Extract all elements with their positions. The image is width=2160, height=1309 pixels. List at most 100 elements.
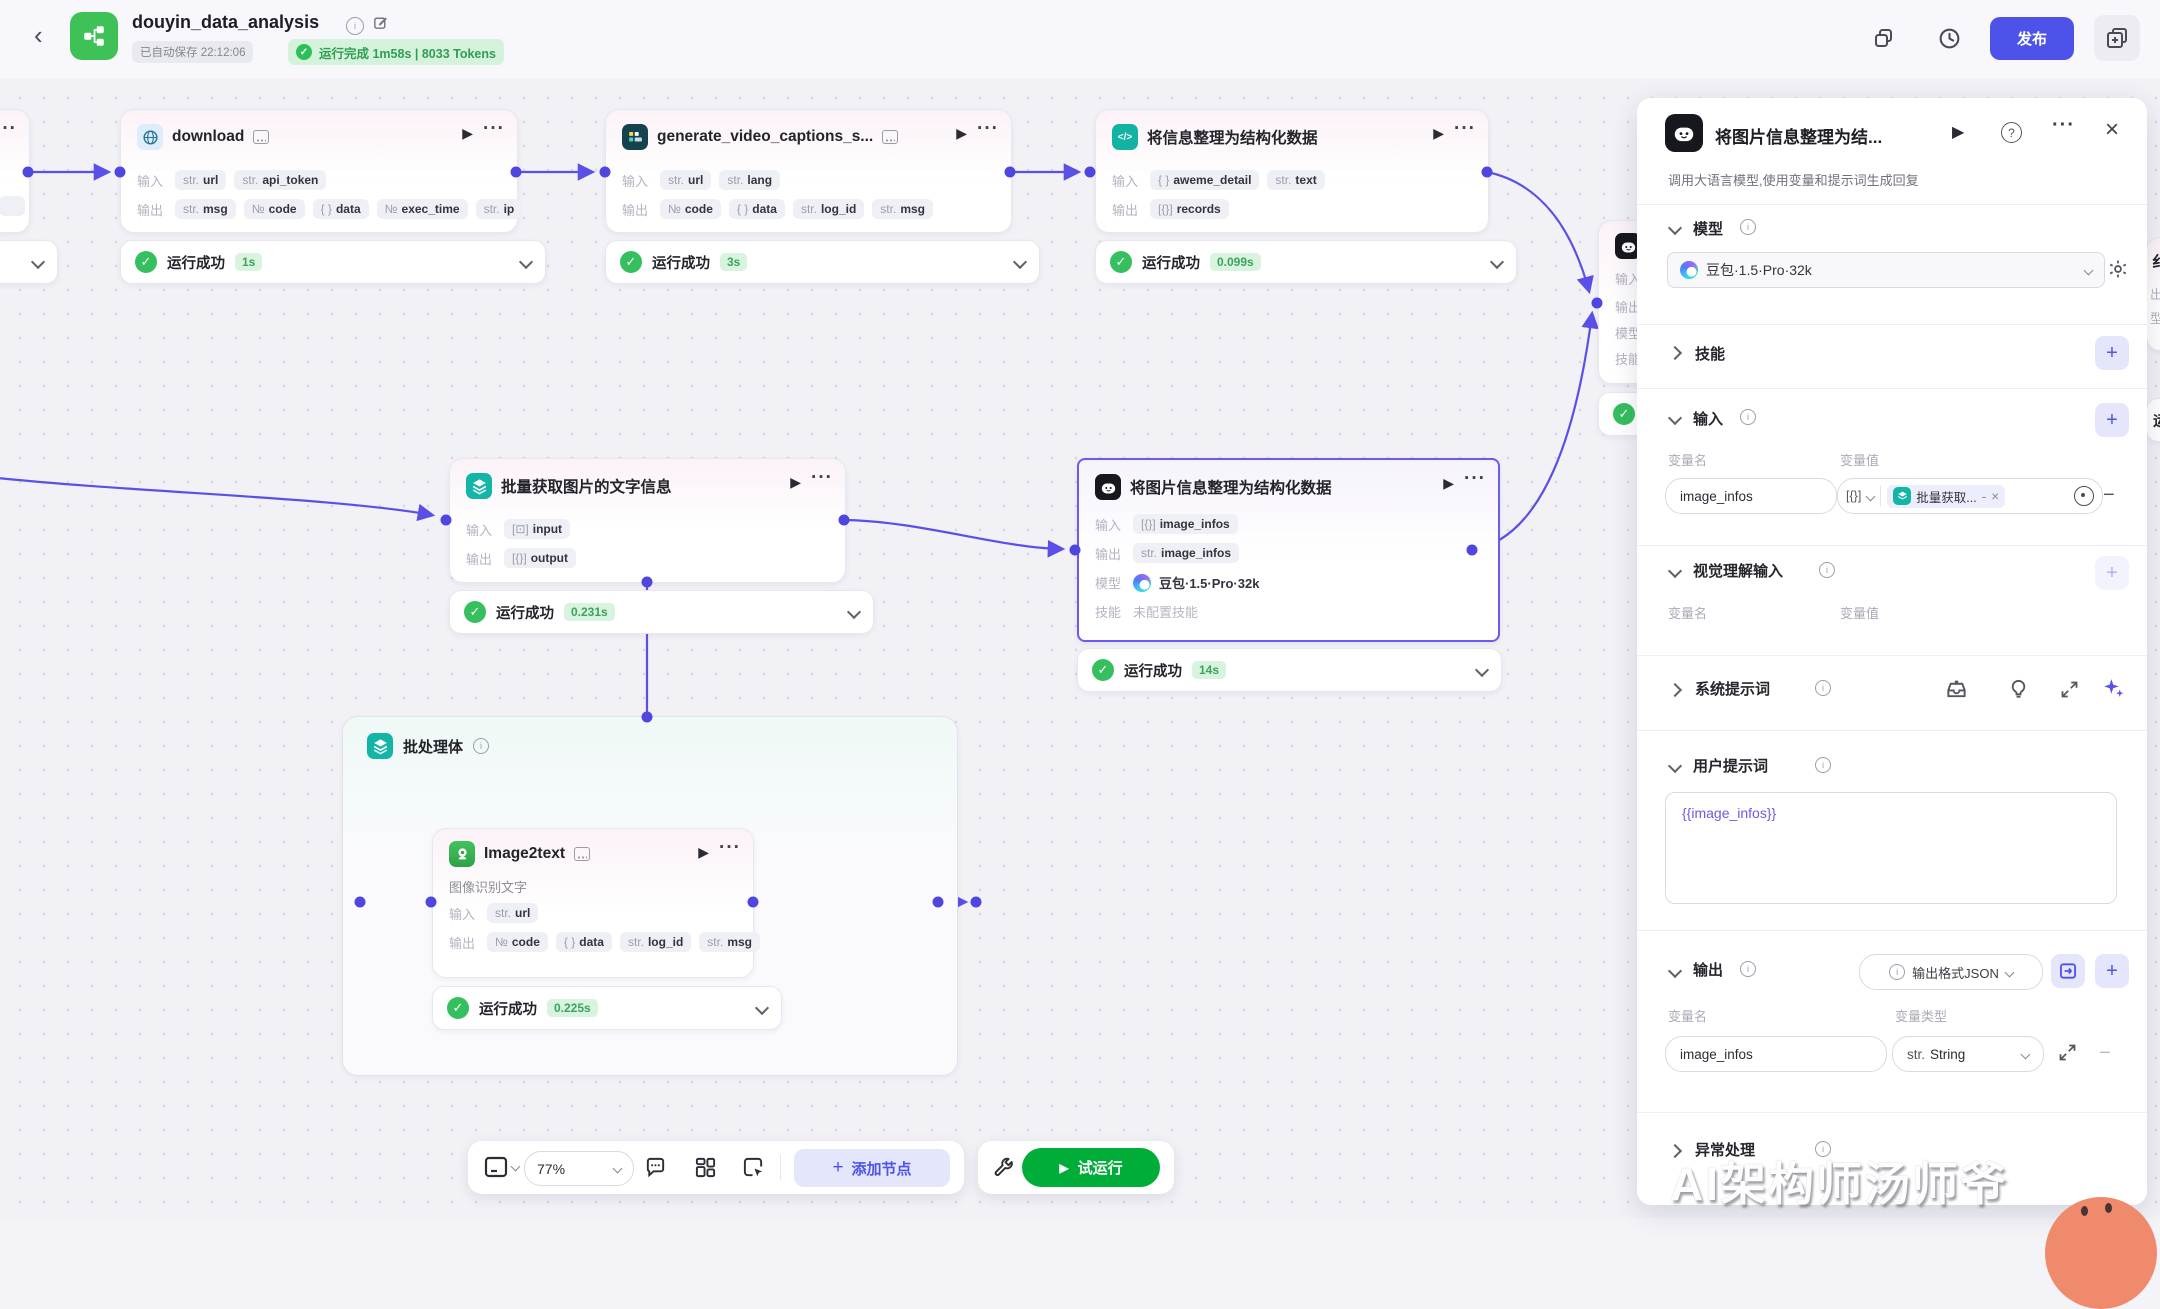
prompt-library-icon[interactable] — [1945, 678, 1968, 706]
back-button[interactable]: ‹ — [34, 20, 43, 50]
node-status-generate-captions[interactable]: ✓ 运行成功 3s — [605, 240, 1040, 284]
node-status-structure-info[interactable]: ✓ 运行成功 0.099s — [1095, 240, 1517, 284]
remove-output-row-icon[interactable]: − — [2099, 1042, 2111, 1064]
node-run-icon[interactable]: ▶ — [790, 474, 801, 490]
node-card-structure-info[interactable]: </> 将信息整理为结构化数据 ▶ ··· 输入 { }aweme_detail… — [1095, 109, 1489, 233]
info-icon[interactable]: i — [1815, 1141, 1831, 1157]
chevron-down-icon[interactable] — [1865, 491, 1876, 501]
node-menu-icon[interactable]: ··· — [1454, 118, 1476, 139]
expand-icon[interactable] — [2057, 1042, 2078, 1068]
node-menu-icon[interactable]: ··· — [977, 118, 999, 139]
section-output-label: 输出 — [1693, 962, 1724, 979]
ai-optimize-sparkle-icon[interactable] — [2101, 676, 2126, 706]
add-node-button[interactable]: + 添加节点 — [794, 1149, 950, 1187]
layout-grid-icon[interactable] — [694, 1156, 717, 1184]
chevron-down-icon[interactable] — [518, 254, 534, 270]
expand-icon[interactable] — [2059, 679, 2080, 705]
output-format-select[interactable]: i 输出格式JSON — [1859, 954, 2043, 990]
select-mode-icon[interactable] — [742, 1156, 765, 1184]
edit-icon[interactable] — [372, 14, 389, 36]
chevron-down-icon[interactable] — [846, 604, 862, 620]
duplicate-icon[interactable] — [1872, 26, 1896, 55]
node-status-batch-get-text[interactable]: ✓ 运行成功 0.231s — [449, 590, 874, 634]
publish-button[interactable]: 发布 — [1990, 17, 2074, 60]
chevron-down-icon[interactable] — [1667, 563, 1683, 579]
wrench-icon[interactable] — [992, 1156, 1015, 1184]
node-status-download[interactable]: ✓ 运行成功 1s — [120, 240, 546, 284]
node-card-image-info-llm[interactable]: 将图片信息整理为结构化数据 ▶ ··· 输入 [{}]image_infos 输… — [1077, 458, 1500, 642]
node-card-generate-captions[interactable]: generate_video_captions_s... ▶ ··· 输入 st… — [605, 109, 1012, 233]
node-status-image2text[interactable]: ✓ 运行成功 0.225s — [432, 986, 782, 1030]
close-icon[interactable]: × — [2105, 116, 2120, 143]
success-check-icon: ✓ — [1613, 403, 1635, 425]
chevron-right-icon[interactable] — [1667, 345, 1683, 361]
chevron-down-icon[interactable] — [1012, 254, 1028, 270]
remove-ref-icon[interactable]: × — [1991, 488, 2000, 504]
node-menu-icon[interactable]: ··· — [1464, 468, 1486, 489]
output-name-field[interactable]: image_infos — [1665, 1036, 1887, 1072]
node-status-image-info-llm[interactable]: ✓ 运行成功 14s — [1077, 648, 1502, 692]
value-type[interactable]: [{}] — [1846, 489, 1862, 503]
node-run-icon[interactable]: ▶ — [1443, 475, 1454, 491]
node-run-icon[interactable]: ▶ — [1433, 125, 1444, 141]
target-ref-icon[interactable] — [2074, 486, 2094, 506]
node-run-icon[interactable]: ▶ — [698, 844, 709, 860]
node-menu-icon[interactable]: ··· — [719, 837, 741, 858]
node-run-icon[interactable]: ▶ — [462, 125, 473, 141]
add-skill-button[interactable]: + — [2095, 336, 2129, 370]
node-menu-icon[interactable]: ··· — [0, 118, 17, 139]
test-run-button[interactable]: ▶ 试运行 — [1022, 1148, 1160, 1187]
info-icon[interactable]: i — [346, 17, 364, 35]
chevron-down-icon[interactable] — [510, 1161, 521, 1172]
model-select[interactable]: 豆包·1.5·Pro·32k — [1667, 252, 2105, 288]
history-icon[interactable] — [1937, 26, 1962, 56]
info-icon[interactable]: i — [1740, 961, 1756, 977]
help-icon[interactable]: ? — [2001, 122, 2022, 143]
info-icon[interactable]: i — [1819, 562, 1835, 578]
node-card-sliver-right[interactable]: 纟 出 型 — [2146, 237, 2160, 351]
info-icon[interactable]: i — [473, 738, 490, 754]
chevron-down-icon[interactable] — [30, 254, 46, 270]
add-output-button[interactable]: + — [2095, 954, 2129, 988]
chevron-right-icon[interactable] — [1667, 682, 1683, 698]
node-card-batch-get-text[interactable]: 批量获取图片的文字信息 ▶ ··· 输入 [⊡]input 输出 [{}]out… — [449, 458, 846, 583]
input-value-field[interactable]: [{}] 批量获取... - × — [1837, 478, 2103, 514]
info-icon[interactable]: i — [1815, 680, 1831, 696]
chevron-down-icon[interactable] — [1667, 758, 1683, 774]
input-name-field[interactable]: image_infos — [1665, 478, 1837, 514]
idea-bulb-icon[interactable] — [2007, 678, 2030, 706]
add-vision-input-button[interactable]: + — [2095, 556, 2129, 590]
chevron-down-icon[interactable] — [754, 1000, 770, 1016]
comment-icon[interactable] — [644, 1156, 667, 1184]
info-icon[interactable]: i — [1740, 409, 1756, 425]
chevron-down-icon[interactable] — [1667, 220, 1683, 236]
chevron-down-icon[interactable] — [1489, 254, 1505, 270]
node-card-partial-left[interactable]: ··· — [0, 109, 30, 233]
node-run-icon[interactable]: ▶ — [956, 125, 967, 141]
model-settings-gear-icon[interactable] — [2107, 258, 2129, 285]
add-input-button[interactable]: + — [2095, 403, 2129, 437]
chevron-down-icon[interactable] — [1474, 662, 1490, 678]
node-status-partial-left[interactable] — [0, 240, 58, 284]
chevron-down-icon[interactable] — [1667, 963, 1683, 979]
fit-view-icon[interactable] — [484, 1156, 508, 1183]
node-menu-icon[interactable]: ··· — [811, 467, 833, 488]
node-menu-icon[interactable]: ··· — [483, 118, 505, 139]
info-icon[interactable]: i — [1740, 219, 1756, 235]
import-output-button[interactable] — [2051, 954, 2085, 988]
open-panel-icon[interactable] — [2094, 15, 2140, 61]
chevron-down-icon[interactable] — [1667, 410, 1683, 426]
mascot-eye — [2105, 1203, 2112, 1213]
remove-input-row-icon[interactable]: − — [2103, 484, 2115, 506]
variable-ref-chip[interactable]: 批量获取... - × — [1887, 484, 2006, 508]
success-check-icon: ✓ — [296, 44, 312, 60]
zoom-select[interactable]: 77% — [524, 1151, 634, 1186]
panel-run-icon[interactable]: ▶ — [1952, 124, 1965, 141]
panel-menu-icon[interactable]: ··· — [2052, 114, 2075, 136]
node-status-sliver-right[interactable]: 运 — [2146, 398, 2160, 442]
output-type-select[interactable]: str. String — [1892, 1036, 2044, 1072]
info-icon[interactable]: i — [1815, 757, 1831, 773]
user-prompt-textarea[interactable]: {{image_infos}} — [1665, 792, 2117, 904]
node-card-download[interactable]: download ▶ ··· 输入 str.url str.api_token … — [120, 109, 523, 233]
